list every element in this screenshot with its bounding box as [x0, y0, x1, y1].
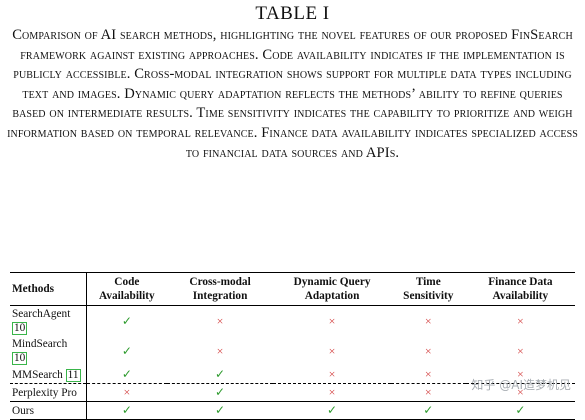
value-cell: ✓: [85, 305, 167, 336]
method-name: MindSearch: [12, 338, 68, 350]
value-cell: ×: [466, 366, 575, 384]
checkmark-icon: ✓: [121, 343, 132, 358]
cross-icon: ×: [328, 367, 336, 381]
cross-icon: ×: [516, 385, 524, 399]
citation-link[interactable]: 10: [12, 322, 28, 335]
cross-icon: ×: [424, 385, 432, 399]
value-cell: ✓: [273, 401, 391, 420]
value-cell: ×: [390, 383, 466, 402]
header-time-sensitivity: Time Sensitivity: [390, 272, 466, 306]
table-caption: Comparison of AI search methods, highlig…: [7, 27, 578, 161]
cross-icon: ×: [516, 367, 524, 381]
method-cell: Perplexity Pro: [10, 383, 87, 402]
method-name: MMSearch: [12, 368, 63, 381]
watermark: 知乎 @AI造梦机见: [471, 378, 571, 392]
header-cross-modal: Cross-modal Integration: [166, 272, 274, 306]
value-cell: ×: [167, 336, 273, 366]
table-row: Ours ✓ ✓ ✓ ✓ ✓: [10, 401, 575, 420]
value-cell: ×: [273, 336, 391, 366]
cross-icon: ×: [516, 313, 524, 328]
method-cell: MindSearch 10: [10, 336, 86, 366]
value-cell: ✓: [166, 383, 274, 402]
value-cell: ✓: [85, 336, 167, 366]
checkmark-icon: ✓: [121, 367, 132, 381]
value-cell: ×: [167, 306, 273, 337]
cross-icon: ×: [424, 313, 432, 328]
value-cell: ×: [273, 366, 391, 384]
checkmark-icon: ✓: [121, 313, 132, 328]
cross-icon: ×: [328, 385, 336, 399]
table-row: SearchAgent 10 ✓ × × × ×: [10, 305, 575, 337]
header-methods: Methods: [10, 272, 87, 306]
method-cell: MMSearch 11: [10, 366, 86, 384]
value-cell: ✓: [390, 401, 466, 420]
value-cell: ✓: [465, 401, 575, 420]
cross-icon: ×: [328, 343, 336, 358]
header-code-availability: Code Availability: [85, 272, 167, 306]
checkmark-icon: ✓: [121, 403, 132, 417]
checkmark-icon: ✓: [423, 403, 434, 417]
cross-icon: ×: [123, 385, 131, 399]
cross-icon: ×: [424, 367, 432, 381]
value-cell: ×: [466, 306, 575, 337]
value-cell: ×: [273, 306, 391, 337]
cross-icon: ×: [516, 343, 524, 358]
value-cell: ✓: [85, 401, 167, 420]
value-cell: ×: [391, 306, 466, 337]
citation-link[interactable]: 11: [65, 368, 81, 382]
value-cell: ✓: [167, 366, 273, 384]
value-cell: ×: [465, 383, 575, 402]
checkmark-icon: ✓: [515, 403, 526, 417]
method-name: SearchAgent: [12, 308, 71, 320]
value-cell: ×: [273, 383, 391, 402]
table-label: TABLE I: [255, 3, 330, 24]
method-cell: SearchAgent 10: [10, 306, 86, 337]
method-cell: Ours: [10, 401, 87, 420]
header-finance-data: Finance Data Availability: [465, 272, 575, 306]
cross-icon: ×: [216, 343, 224, 358]
table-header-row: Methods Code Availability Cross-modal In…: [10, 272, 575, 306]
checkmark-icon: ✓: [215, 403, 226, 417]
table-row: MMSearch 11 ✓ ✓ × × ×: [10, 366, 575, 384]
table-row: MindSearch 10 ✓ × × × ×: [10, 336, 575, 366]
citation-link[interactable]: 10: [12, 352, 28, 365]
checkmark-icon: ✓: [327, 403, 338, 417]
value-cell: ×: [85, 383, 167, 402]
cross-icon: ×: [424, 343, 432, 358]
value-cell: ✓: [85, 366, 167, 384]
cross-icon: ×: [328, 313, 336, 328]
table-row: Perplexity Pro × ✓ × × ×: [10, 383, 575, 402]
value-cell: ✓: [166, 401, 274, 420]
checkmark-icon: ✓: [215, 367, 226, 381]
cross-icon: ×: [216, 313, 224, 328]
checkmark-icon: ✓: [215, 385, 226, 399]
method-name: Ours: [12, 404, 34, 417]
value-cell: ×: [391, 366, 466, 384]
method-name: Perplexity Pro: [12, 386, 77, 399]
comparison-table: Methods Code Availability Cross-modal In…: [10, 272, 575, 420]
value-cell: ×: [391, 336, 466, 366]
header-dynamic-query: Dynamic Query Adaptation: [273, 272, 391, 306]
value-cell: ×: [466, 336, 575, 366]
